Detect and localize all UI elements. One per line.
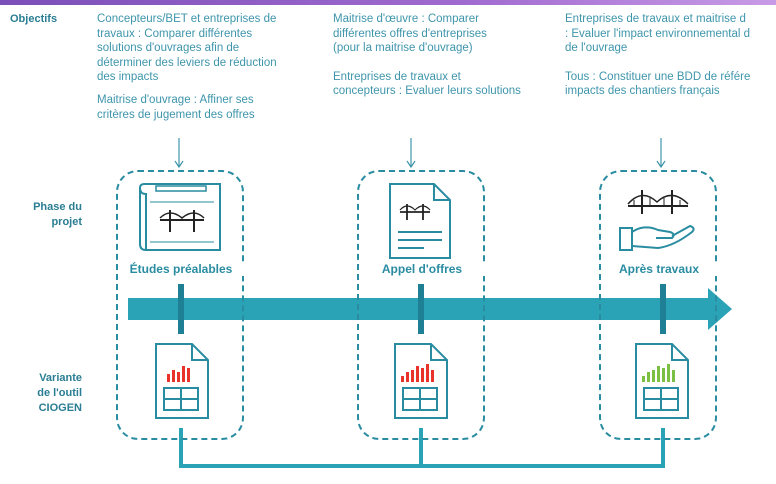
bridge-blueprint-icon (139, 183, 221, 251)
header-accent-bar (0, 0, 776, 5)
red-bar-chart-document-icon (155, 343, 209, 419)
phase-label-apres: Après travaux (601, 262, 717, 276)
down-arrow-icon (406, 138, 416, 169)
down-arrow-icon (174, 138, 184, 169)
timeline-arrowhead (708, 288, 732, 330)
timeline-tick (660, 284, 666, 334)
timeline-tick (418, 284, 424, 334)
red-bar-chart-document-icon (394, 343, 448, 419)
objective-text-1: Concepteurs/BET et entreprises de travau… (97, 13, 277, 121)
objective-text-2: Maitrise d'œuvre : Comparer différentes … (333, 13, 521, 98)
tender-document-icon (389, 183, 451, 259)
phase-label-etudes: Études préalables (118, 262, 244, 276)
phase-box-apres (599, 170, 717, 440)
down-arrow-icon (656, 138, 666, 169)
phase-box-etudes (116, 170, 244, 440)
phase-label-appel: Appel d'offres (359, 262, 485, 276)
green-bar-chart-document-icon (635, 343, 689, 419)
row-label-objectifs: Objectifs (10, 13, 58, 25)
row-label-variante: Variante de l'outil CIOGEN (37, 372, 82, 414)
objective-text-3: Entreprises de travaux et maitrise d : E… (565, 13, 751, 98)
timeline-tick (178, 284, 184, 334)
row-label-phase: Phase du projet (33, 201, 82, 228)
bridge-on-hand-icon (619, 190, 695, 251)
phase-box-appel (357, 170, 485, 440)
